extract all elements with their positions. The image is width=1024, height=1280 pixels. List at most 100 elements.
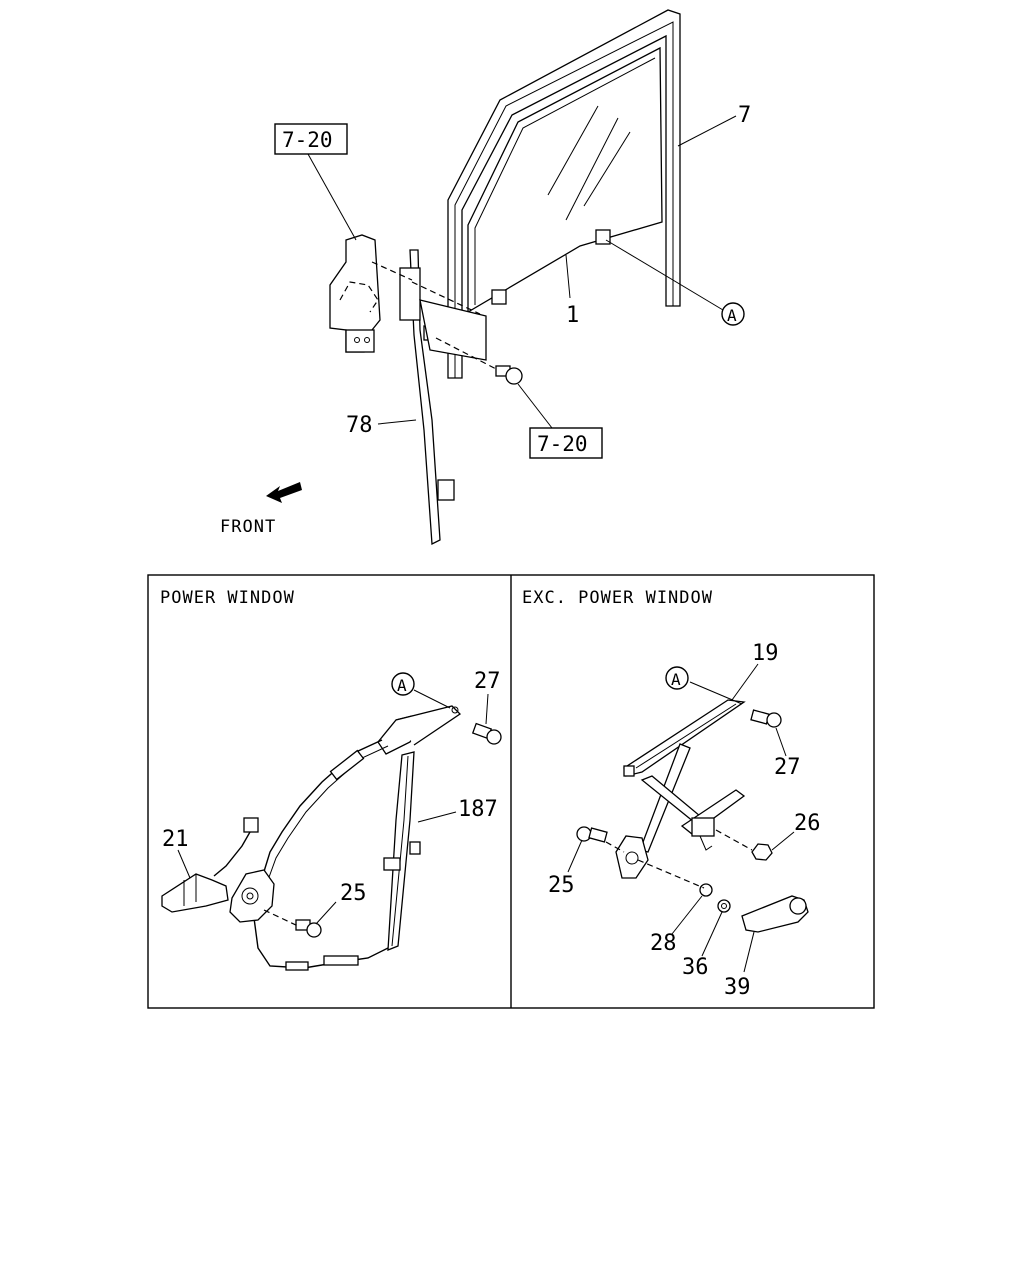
callout-27: 27 <box>774 755 801 780</box>
bolt-25 <box>576 826 608 843</box>
window-glass <box>467 46 663 314</box>
bracket-tab <box>345 329 375 353</box>
glass-reflection <box>565 117 619 221</box>
leader-line <box>743 931 755 973</box>
power-window-panel: POWER WINDOW <box>160 588 502 971</box>
door-glass-assembly: 7-20 7-20 7 1 78 A FRONT <box>220 9 751 546</box>
lower-bracket <box>691 817 715 837</box>
gearbox-hub-center <box>246 892 254 900</box>
ref-box-upper-label: 7-20 <box>282 128 333 152</box>
manual-window-title: EXC. POWER WINDOW <box>522 588 713 608</box>
arm-hole <box>451 706 459 714</box>
bracket-hole <box>354 337 360 343</box>
drive-cable-lower <box>253 917 389 969</box>
rail-bracket <box>383 857 401 871</box>
leader-line <box>701 911 723 957</box>
lower-bracket-foot <box>699 835 713 851</box>
regulator-gear <box>615 835 649 879</box>
leader-line <box>689 681 743 705</box>
callout-39: 39 <box>724 975 751 1000</box>
leader-line <box>677 115 737 147</box>
spring-36 <box>717 899 731 913</box>
front-arrow-icon <box>266 482 302 503</box>
callout-28: 28 <box>650 931 677 956</box>
channel-clip <box>437 479 455 501</box>
leader-line <box>517 383 553 429</box>
gearbox-hub <box>241 887 259 905</box>
glass-reflection <box>583 131 631 207</box>
front-label: FRONT <box>220 517 276 537</box>
regulator-rail-edge <box>391 755 409 947</box>
callout-a-circle <box>721 302 745 326</box>
bracket-dashed-outline <box>339 281 379 313</box>
ref-box-upper[interactable] <box>274 123 348 155</box>
leader-line <box>307 153 357 241</box>
glass-clip <box>491 289 507 305</box>
rail-inner <box>635 703 737 769</box>
channel-block <box>399 267 421 321</box>
callout-25: 25 <box>340 881 367 906</box>
drive-cable <box>261 739 383 879</box>
leader-line <box>413 689 451 709</box>
channel-pad <box>419 299 487 361</box>
leader-line <box>567 839 583 873</box>
leader-line <box>671 895 703 935</box>
callout-19: 19 <box>752 641 779 666</box>
alignment-line <box>411 281 481 315</box>
drive-cable-outer <box>267 745 389 881</box>
callout-a-circle <box>665 666 689 690</box>
washer-28 <box>699 883 713 897</box>
callout-21: 21 <box>162 827 189 852</box>
callout-25: 25 <box>548 873 575 898</box>
callout-78: 78 <box>346 413 373 438</box>
callout-27: 27 <box>474 669 501 694</box>
frame-inner-line <box>454 21 674 378</box>
leader-line <box>771 831 795 851</box>
rail-bracket <box>409 841 421 855</box>
cable-sleeve <box>323 955 359 966</box>
alignment-line <box>637 859 705 889</box>
cable-sleeve <box>329 749 365 781</box>
manual-window-panel: EXC. POWER WINDOW <box>522 588 821 1000</box>
alignment-line <box>605 841 625 853</box>
alignment-line <box>715 829 753 851</box>
leader-line <box>263 909 299 927</box>
ref-box-lower[interactable] <box>529 427 603 459</box>
leader-line <box>417 811 457 823</box>
leader-line <box>485 693 489 725</box>
callout-26: 26 <box>794 811 821 836</box>
leader-line <box>731 663 759 701</box>
bracket-hole <box>364 337 370 343</box>
glass-inner-line <box>474 57 656 305</box>
top-arm <box>395 705 462 746</box>
bolt <box>495 365 523 385</box>
leader-line <box>775 727 787 757</box>
callout-36: 36 <box>682 955 709 980</box>
callout-187: 187 <box>458 797 498 822</box>
rail-roller <box>623 765 635 777</box>
handle-knob <box>789 897 807 915</box>
alignment-line <box>435 337 503 373</box>
leader-line <box>377 419 417 425</box>
ref-box-lower-label: 7-20 <box>537 432 588 456</box>
callout-7: 7 <box>738 103 751 128</box>
callout-a-letter: A <box>671 670 681 689</box>
nut-26 <box>751 843 773 861</box>
window-motor <box>161 873 229 913</box>
cable-sleeve <box>285 961 309 971</box>
callout-a-letter: A <box>397 676 407 695</box>
motor-connector <box>243 817 259 833</box>
bolt-27 <box>750 709 782 728</box>
leader-line <box>565 254 571 299</box>
leader-line <box>605 239 724 311</box>
callout-a-circle <box>391 672 415 696</box>
alignment-line <box>371 261 413 281</box>
callout-1: 1 <box>566 303 579 328</box>
power-window-title: POWER WINDOW <box>160 588 295 608</box>
leader-line <box>315 901 337 925</box>
regulator-gearbox <box>229 869 275 923</box>
gear-hub <box>625 851 639 865</box>
bolt-27 <box>471 722 502 745</box>
callout-a-letter: A <box>727 306 737 325</box>
